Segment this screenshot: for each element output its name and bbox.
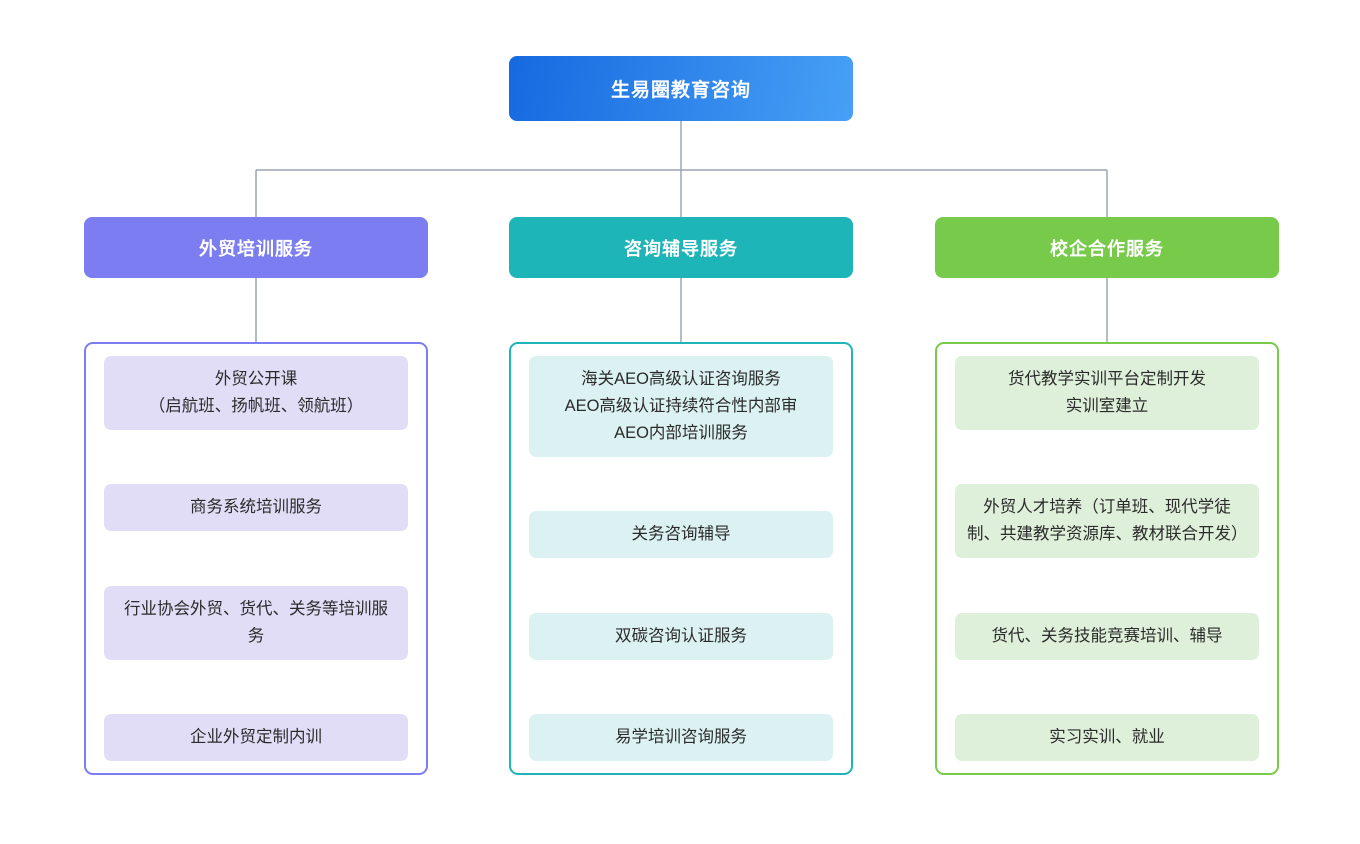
service-item[interactable]: 货代教学实训平台定制开发 实训室建立: [955, 356, 1259, 430]
service-item[interactable]: 货代、关务技能竞赛培训、辅导: [955, 612, 1259, 660]
branch-header-label: 咨询辅导服务: [624, 238, 738, 259]
root-node[interactable]: 生易圈教育咨询: [509, 56, 853, 121]
root-node-label: 生易圈教育咨询: [610, 80, 751, 101]
service-item[interactable]: 关务咨询辅导: [529, 511, 833, 559]
service-item[interactable]: 外贸人才培养（订单班、现代学徒制、共建教学资源库、教材联合开发）: [955, 484, 1259, 559]
service-item[interactable]: 易学培训咨询服务: [529, 713, 833, 761]
branch-header-xiaoqi-hezuo[interactable]: 校企合作服务: [935, 217, 1279, 278]
branch-body-xiaoqi-hezuo: 货代教学实训平台定制开发 实训室建立 外贸人才培养（订单班、现代学徒制、共建教学…: [935, 342, 1279, 775]
branch-column-xiaoqi-hezuo: 校企合作服务 货代教学实训平台定制开发 实训室建立 外贸人才培养（订单班、现代学…: [935, 217, 1279, 775]
branch-column-zixun-fudao: 咨询辅导服务 海关AEO高级认证咨询服务 AEO高级认证持续符合性内部审 AEO…: [509, 217, 853, 775]
branch-body-zixun-fudao: 海关AEO高级认证咨询服务 AEO高级认证持续符合性内部审 AEO内部培训服务 …: [509, 342, 853, 775]
service-item[interactable]: 外贸公开课 （启航班、扬帆班、领航班）: [104, 356, 408, 430]
service-item[interactable]: 行业协会外贸、货代、关务等培训服务: [104, 585, 408, 660]
service-item[interactable]: 实习实训、就业: [955, 713, 1259, 761]
branch-header-waimao-peixun[interactable]: 外贸培训服务: [84, 217, 428, 278]
service-item[interactable]: 双碳咨询认证服务: [529, 612, 833, 660]
service-item[interactable]: 海关AEO高级认证咨询服务 AEO高级认证持续符合性内部审 AEO内部培训服务: [529, 356, 833, 457]
branch-column-waimao-peixun: 外贸培训服务 外贸公开课 （启航班、扬帆班、领航班） 商务系统培训服务 行业协会…: [84, 217, 428, 775]
branch-header-label: 外贸培训服务: [199, 238, 313, 259]
branch-header-label: 校企合作服务: [1050, 238, 1164, 259]
service-item[interactable]: 企业外贸定制内训: [104, 713, 408, 761]
branch-body-waimao-peixun: 外贸公开课 （启航班、扬帆班、领航班） 商务系统培训服务 行业协会外贸、货代、关…: [84, 342, 428, 775]
branch-header-zixun-fudao[interactable]: 咨询辅导服务: [509, 217, 853, 278]
service-item[interactable]: 商务系统培训服务: [104, 484, 408, 532]
